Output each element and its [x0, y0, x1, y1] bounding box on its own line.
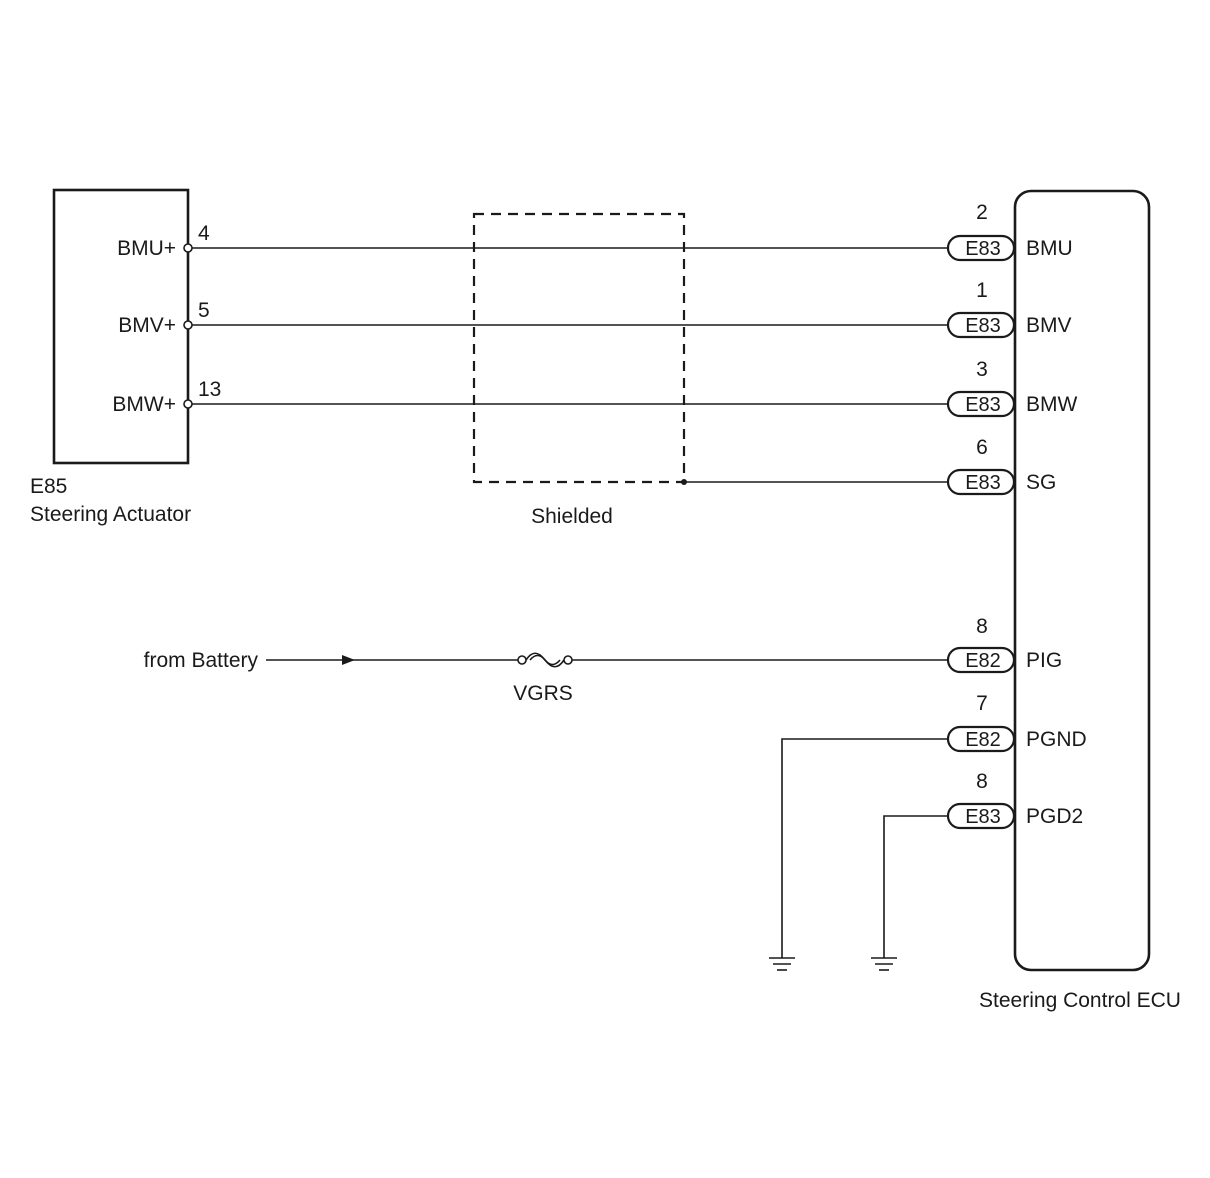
ecu-terminal-pgnd: 7 E82 PGND — [946, 692, 1087, 753]
wire-pgnd-ground — [781, 738, 948, 958]
actuator-pin-number-bmv: 5 — [198, 299, 210, 322]
shield-box — [472, 212, 686, 484]
fuse-terminal-left — [517, 655, 527, 665]
ecu-terminal-bmw: 3 E83 BMW — [946, 358, 1078, 418]
ecu-terminal-bmv: 1 E83 BMV — [946, 279, 1072, 339]
ecu-pin-number: 6 — [976, 436, 988, 459]
ecu-pin-label: PIG — [1026, 649, 1062, 672]
arrow-icon — [342, 655, 355, 665]
wire-pgd2-ground — [883, 815, 948, 958]
battery-label: from Battery — [144, 649, 259, 672]
ground-icon — [871, 957, 897, 971]
ecu-name: Steering Control ECU — [979, 989, 1181, 1012]
actuator-pin-label-bmu: BMU+ — [117, 237, 176, 260]
terminal-bmw — [183, 399, 193, 409]
actuator-code: E85 — [30, 475, 67, 498]
steering-control-ecu-box — [1013, 189, 1151, 972]
connector-code: E83 — [965, 472, 1001, 494]
connector-pill — [946, 646, 1016, 674]
shield-label: Shielded — [531, 505, 613, 528]
ecu-pin-label: BMW — [1026, 393, 1078, 416]
connector-code: E83 — [965, 394, 1001, 416]
connector-pill — [946, 390, 1016, 418]
ecu-pin-label: BMV — [1026, 314, 1072, 337]
ecu-pin-number: 3 — [976, 358, 988, 381]
ground-icon — [769, 957, 795, 971]
connector-code: E82 — [965, 729, 1001, 751]
connector-pill — [946, 468, 1016, 496]
ecu-pin-number: 7 — [976, 692, 988, 715]
actuator-pin-label-bmw: BMW+ — [112, 393, 176, 416]
fuse-label: VGRS — [513, 682, 573, 705]
connector-code: E83 — [965, 238, 1001, 260]
connector-code: E83 — [965, 806, 1001, 828]
ecu-pin-label: PGND — [1026, 728, 1087, 751]
ecu-pin-number: 8 — [976, 615, 988, 638]
ecu-terminal-bmu: 2 E83 BMU — [946, 201, 1073, 262]
actuator-pin-label-bmv: BMV+ — [118, 314, 176, 337]
ecu-terminal-sg: 6 E83 SG — [946, 436, 1056, 496]
shield-junction-dot — [681, 479, 687, 485]
actuator-name: Steering Actuator — [30, 503, 191, 526]
fuse-terminal-right — [563, 655, 573, 665]
terminal-bmu — [183, 243, 193, 253]
actuator-pin-number-bmu: 4 — [198, 222, 210, 245]
connector-pill — [946, 311, 1016, 339]
ecu-terminal-pig: 8 E82 PIG — [946, 615, 1062, 674]
ecu-pin-label: PGD2 — [1026, 805, 1083, 828]
terminal-bmv — [183, 320, 193, 330]
ecu-pin-number: 8 — [976, 770, 988, 793]
connector-pill — [946, 725, 1016, 753]
ecu-terminal-pgd2: 8 E83 PGD2 — [946, 770, 1083, 830]
connector-pill — [946, 802, 1016, 830]
connector-pill — [946, 234, 1016, 262]
ecu-pin-label: BMU — [1026, 237, 1073, 260]
connector-code: E83 — [965, 315, 1001, 337]
ecu-pin-number: 1 — [976, 279, 988, 302]
connector-code: E82 — [965, 650, 1001, 672]
fuse-icon-inner — [529, 654, 561, 666]
ecu-pin-number: 2 — [976, 201, 988, 224]
actuator-pin-number-bmw: 13 — [198, 378, 221, 401]
ecu-pin-label: SG — [1026, 471, 1056, 494]
